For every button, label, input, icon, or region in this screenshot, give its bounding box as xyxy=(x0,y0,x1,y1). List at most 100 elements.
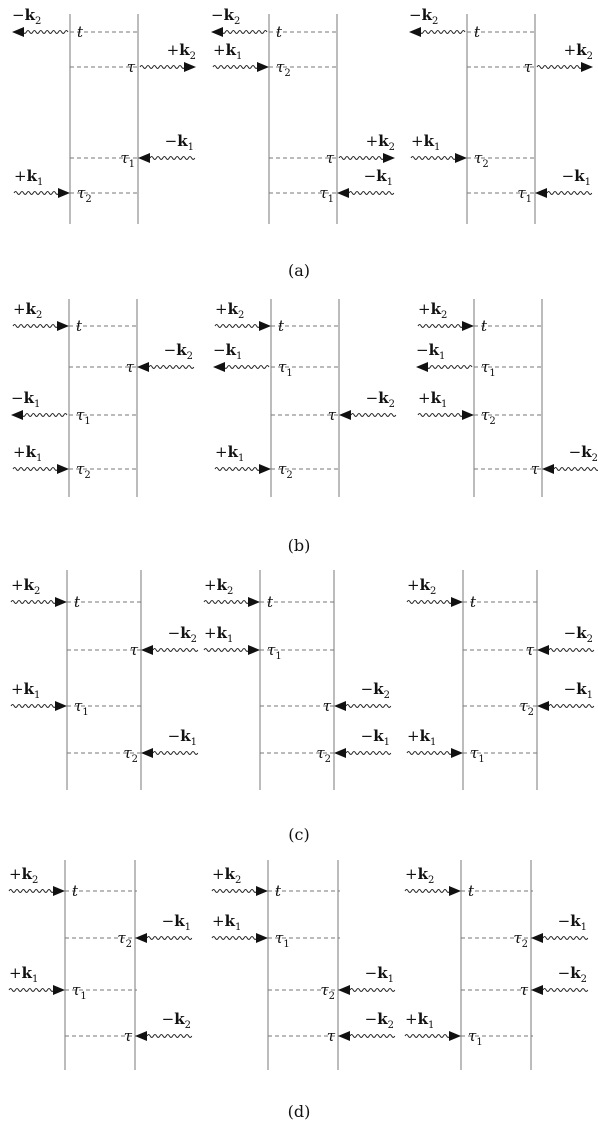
interaction-row: τ2−k1 xyxy=(260,727,392,765)
photon-wave xyxy=(214,467,261,471)
photon-label: −k2 xyxy=(168,624,197,645)
photon-label: −k1 xyxy=(416,341,445,362)
caption-a: (a) xyxy=(288,261,310,280)
arrow-left-icon xyxy=(334,701,346,711)
photon-wave xyxy=(546,191,593,195)
time-label: τ xyxy=(326,149,335,167)
photon-wave xyxy=(221,30,268,34)
photon-label: −k2 xyxy=(365,1010,394,1031)
photon-wave xyxy=(426,365,473,369)
time-label: τ2 xyxy=(320,981,335,1002)
time-label: τ1 xyxy=(72,981,87,1002)
photon-label: −k2 xyxy=(558,964,587,985)
interaction-row: τ2+k1 xyxy=(12,443,139,481)
arrow-left-icon xyxy=(338,985,350,995)
time-label: τ1 xyxy=(470,744,485,765)
photon-label: +k2 xyxy=(418,300,447,321)
interaction-row: τ1+k1 xyxy=(406,727,539,765)
photon-label: −k1 xyxy=(364,167,393,188)
photon-wave xyxy=(203,600,250,604)
arrow-left-icon xyxy=(338,1031,350,1041)
arrow-left-icon xyxy=(337,188,349,198)
photon-label: −k1 xyxy=(168,727,197,748)
photon-label: +k2 xyxy=(167,41,196,62)
time-label: τ1 xyxy=(76,406,91,427)
arrow-right-icon xyxy=(451,748,463,758)
photon-label: −k2 xyxy=(409,6,438,27)
interaction-row: τ1−k1 xyxy=(213,341,341,379)
time-label: τ xyxy=(126,358,135,376)
photon-wave xyxy=(149,156,196,160)
interaction-row: t +k2 xyxy=(417,300,544,335)
photon-label: +k2 xyxy=(212,865,241,886)
interaction-row: τ−k2 xyxy=(271,389,397,424)
interaction-row: τ+k2 xyxy=(467,41,593,76)
time-label: t xyxy=(267,593,274,611)
photon-wave xyxy=(410,156,457,160)
interaction-row: τ1+k1 xyxy=(203,624,336,662)
arrow-left-icon xyxy=(537,645,549,655)
arrow-right-icon xyxy=(449,886,461,896)
time-label: τ xyxy=(520,981,529,999)
arrow-left-icon xyxy=(11,410,23,420)
photon-wave xyxy=(542,988,589,992)
arrow-right-icon xyxy=(259,464,271,474)
arrow-right-icon xyxy=(462,410,474,420)
arrow-left-icon xyxy=(416,362,428,372)
photon-wave xyxy=(146,936,193,940)
time-label: τ xyxy=(323,697,332,715)
photon-wave xyxy=(345,751,392,755)
photon-label: +k1 xyxy=(418,389,447,410)
photon-wave xyxy=(542,936,589,940)
arrow-left-icon xyxy=(213,362,225,372)
interaction-row: τ2 +k1 xyxy=(13,167,140,205)
interaction-row: t−k2 xyxy=(211,6,339,41)
arrow-right-icon xyxy=(184,62,196,72)
photon-wave xyxy=(211,889,258,893)
time-label: τ2 xyxy=(117,929,132,950)
photon-label: +k2 xyxy=(215,300,244,321)
photon-label: +k2 xyxy=(9,865,38,886)
photon-wave xyxy=(223,365,270,369)
interaction-row: τ1+k1 xyxy=(211,912,340,950)
time-label: τ2 xyxy=(76,460,91,481)
photon-label: −k1 xyxy=(361,727,390,748)
photon-wave xyxy=(152,751,199,755)
interaction-row: τ1+k1 xyxy=(404,1010,533,1048)
interaction-row: τ2+k1 xyxy=(214,443,341,481)
photon-wave xyxy=(345,704,392,708)
time-label: t xyxy=(275,882,282,900)
photon-label: −k1 xyxy=(558,912,587,933)
diagrams-layer: t−k2τ+k2τ1−k1τ2+k1t−k2τ2+k1τ+k2τ1−k1t−k2… xyxy=(8,6,598,1070)
photon-label: −k2 xyxy=(12,6,41,27)
interaction-row: τ −k2 xyxy=(461,964,589,999)
photon-label: −k1 xyxy=(165,132,194,153)
photon-wave xyxy=(417,324,464,328)
photon-wave xyxy=(349,988,396,992)
time-label: τ1 xyxy=(275,929,290,950)
time-label: t xyxy=(276,23,283,41)
time-label: τ2 xyxy=(77,184,92,205)
time-label: t xyxy=(481,317,488,335)
arrow-left-icon xyxy=(141,748,153,758)
photon-wave xyxy=(338,156,385,160)
time-label: τ1 xyxy=(468,1027,483,1048)
interaction-row: t+k2 xyxy=(406,576,539,611)
photon-wave xyxy=(212,65,259,69)
photon-label: −k1 xyxy=(365,964,394,985)
arrow-right-icon xyxy=(257,62,269,72)
interaction-row: τ−k2 xyxy=(69,341,195,376)
time-label: τ1 xyxy=(517,184,532,205)
photon-wave xyxy=(139,65,186,69)
photon-wave xyxy=(536,65,583,69)
time-label: τ1 xyxy=(120,149,135,170)
photon-wave xyxy=(350,413,397,417)
photon-label: +k1 xyxy=(14,167,43,188)
